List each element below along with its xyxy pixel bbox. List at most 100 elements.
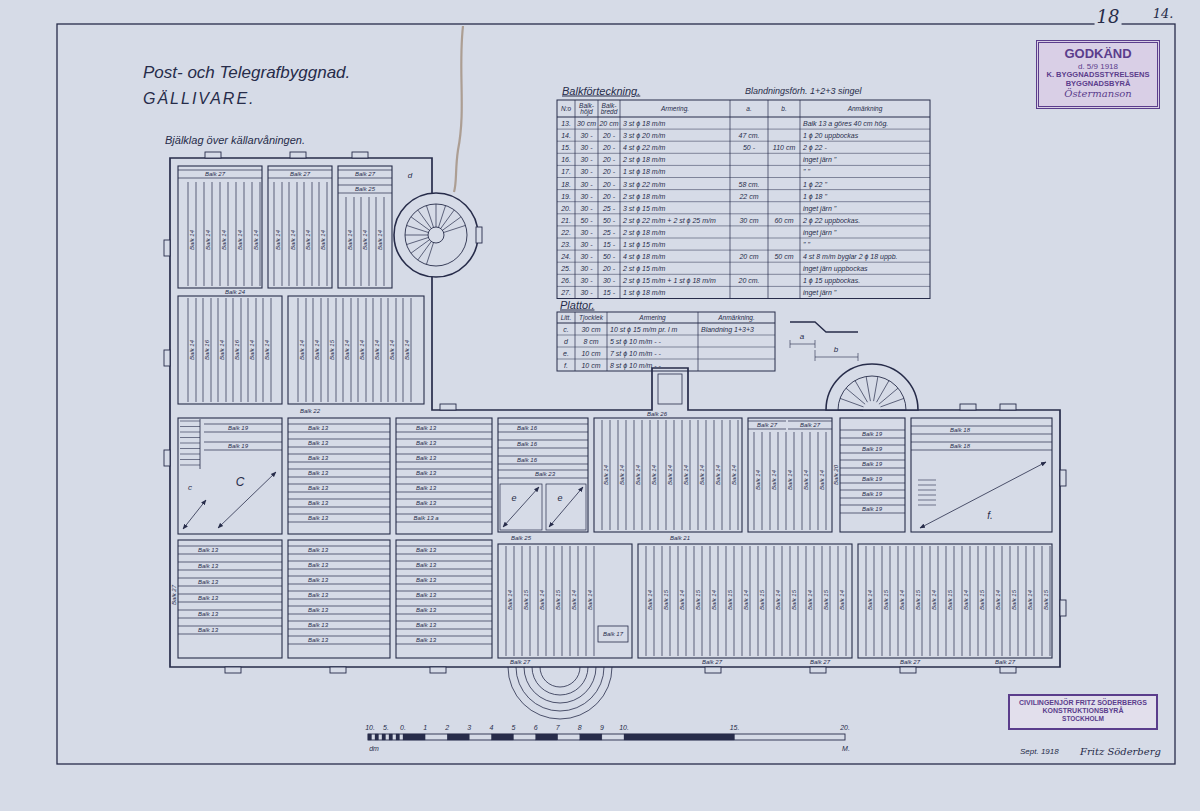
beam-line [766,546,767,656]
window-niche [205,152,221,158]
table-cell: 10 st ϕ 15 m/m pr. l m [610,326,677,333]
beam-label: Balk 16 [517,425,537,431]
table-rule [768,100,769,299]
beam-line [690,420,691,530]
slab-span-arrow [218,472,276,528]
beam-line [1002,546,1003,656]
beam-line [396,569,492,570]
beam-label: Balk 13 [416,425,436,431]
beam-line [818,432,819,530]
table-cell: 50 - [603,216,615,223]
window-niche [225,667,241,673]
beam-line [586,546,587,656]
beam-line [396,546,492,547]
table-cell: 30 - [580,253,592,260]
beam-label: Balk 13 a [413,515,438,521]
entrance-step [508,667,612,719]
beam-label: Balk 13 [416,470,436,476]
stamp-text: STOCKHOLM [1013,715,1153,722]
table-cell: " " [803,168,810,175]
beam-label: Balk 13 [308,592,328,598]
window-niche [164,350,170,366]
table-rule [557,129,930,130]
table-cell: 30 cm [581,326,600,333]
beam-line [288,492,390,493]
beam-label: Balk 13 [416,637,436,643]
dimension-line [815,357,858,358]
stamp-text: K. BYGGNADSSTYRELSENS BYGGNADSBYRÅ [1043,71,1153,88]
table-rule [557,359,775,360]
beam-label: Balk 14 [819,470,825,490]
beam-line [840,438,905,439]
beam-box [598,626,628,642]
beam-label: Balk 15 [823,590,829,610]
table-cell: 13. [561,120,571,127]
table-cell: 30 - [580,192,592,199]
stair-string [200,419,201,469]
beam-label: Balk 14 [683,465,689,485]
stair-tread [881,410,906,411]
table-rule [557,250,930,251]
window-niche [440,404,456,410]
beam-line [874,546,875,656]
table-rule [557,153,930,154]
beam-line [806,546,807,656]
table-cell: 25 - [603,204,615,211]
beam-line [288,576,390,577]
beam-line [911,450,1052,451]
beam-label: Balk 19 [228,443,248,449]
beam-line [396,492,492,493]
table-cell: 20 - [603,168,615,175]
table-cell: 24. [561,253,571,260]
beam-line [898,546,899,656]
beam-label: Balk 13 [416,622,436,628]
beam-line [396,599,492,600]
table-cell: 4 st ϕ 22 m/m [623,144,665,151]
stair-tread [838,410,863,411]
beam-line [396,522,492,523]
scale-number: 8 [578,724,582,731]
table-header: Armering. [621,105,729,112]
beam-line [826,432,827,530]
beam-line [498,432,588,433]
table-rule [620,100,621,299]
beam-line [706,420,707,530]
beam-label: Balk 13 [308,577,328,583]
beam-line [268,170,332,171]
table-cell: 30 - [580,241,592,248]
sheet-number: 18 [1095,8,1122,26]
beam-label: Balk 13 [308,500,328,506]
slab-letter: d [408,172,412,180]
table-cell: 20 cm. [738,277,759,284]
window-niche [705,667,721,673]
beam-line [634,420,635,530]
scale-number: 5. [383,724,389,731]
stair-tread [426,243,433,265]
beam-label: Balk 19 [862,491,882,497]
room-outline [594,418,742,532]
table-cell: inget järn " [803,289,836,296]
beam-label: Balk 13 [308,485,328,491]
beam-line [241,298,242,402]
beam-label: Balk 14 [237,230,243,250]
table-rule [607,312,608,371]
table-header: Balk-höjd [576,102,597,115]
beam-line [666,420,667,530]
table-rule [557,165,930,166]
beam-line [204,424,282,425]
stair-step [180,432,200,433]
entrance-step [540,667,580,687]
beam-label: Balk 14 [787,470,793,490]
beam-line [890,546,891,656]
beam-label: Balk 14 [507,590,513,610]
beam-label: Balk 15 [883,590,889,610]
beam-label: Balk 14 [539,590,545,610]
scale-segment [375,734,379,740]
scale-segment [382,734,386,740]
beam-line [384,197,385,286]
beam-label: Balk 14 [963,590,969,610]
beam-line [288,522,390,523]
beam-label: Balk 14 [320,230,326,250]
table-cell: 15 - [603,289,615,296]
table-cell: 30 - [580,168,592,175]
